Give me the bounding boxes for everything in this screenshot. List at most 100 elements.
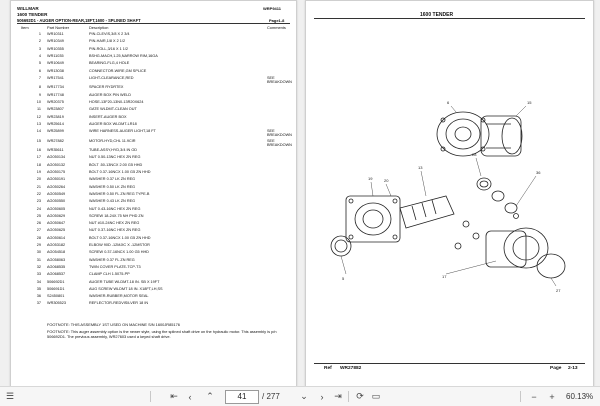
toolbar-divider	[520, 391, 521, 402]
rotate-icon[interactable]: ⟳	[356, 391, 364, 401]
item-number: 19	[36, 170, 41, 174]
part-number: WR25899	[47, 129, 64, 134]
zoom-level[interactable]: 60.13%	[566, 392, 594, 401]
sidebar-toggle-icon[interactable]: ☰	[5, 391, 15, 401]
motor-flange-top	[436, 111, 490, 157]
item-number: 21	[36, 184, 41, 189]
seal-rings	[476, 177, 518, 214]
part-description: AUGER TUBE WLDMT-18 IN. SB X 19FT	[89, 279, 160, 284]
part-description: SPACER RYDRTEX	[89, 85, 124, 90]
item-number: 37	[36, 301, 41, 306]
header-rule	[17, 23, 290, 24]
part-number: WR20375	[47, 99, 64, 104]
part-number: AG050625	[47, 228, 66, 233]
part-number: WR17734	[47, 85, 64, 90]
part-number: AG054518	[47, 250, 66, 255]
part-comment: SEE BREAKDOWN	[267, 138, 292, 147]
footnote-first-used: FOOTNOTE: THIS ASSEMBLY 1ST USED ON MACH…	[47, 322, 180, 327]
column-header-part-number: Part Number	[47, 25, 70, 30]
part-number: WR35611	[47, 148, 64, 153]
item-number: 30	[36, 250, 41, 255]
part-number: S2450801	[47, 294, 65, 299]
next-page-icon[interactable]: ›	[320, 391, 324, 402]
item-number: 29	[36, 243, 41, 247]
item-number: 1	[38, 32, 41, 36]
part-number: WR10311	[47, 32, 64, 36]
last-page-icon[interactable]: ⇥	[334, 391, 342, 401]
page-down-icon[interactable]: ⌄	[300, 391, 308, 401]
svg-text:17: 17	[442, 274, 447, 279]
zoom-out-icon[interactable]: −	[531, 391, 537, 402]
item-number: 2	[38, 39, 41, 44]
page-number-input[interactable]: 41	[225, 390, 259, 404]
item-number: 10	[36, 99, 41, 104]
column-header-item: Item	[21, 25, 29, 30]
right-document-page: 1600 TENDER	[305, 0, 594, 387]
svg-text:28: 28	[472, 152, 477, 157]
part-description: GATE WLDMT-CLEAN OUT	[89, 107, 137, 112]
part-comment: SEE BREAKDOWN	[267, 129, 292, 138]
part-number: AG050549	[47, 191, 66, 196]
item-number: 34	[36, 279, 41, 284]
part-number: WR23807	[47, 107, 64, 112]
part-comment: SEE BREAKDOWN	[267, 75, 292, 84]
part-description: WASHER 0.37 LK ZN REG	[89, 177, 136, 182]
part-number: AG068537	[47, 272, 66, 277]
item-number: 13	[36, 121, 41, 126]
diagram-header-rule	[314, 18, 585, 19]
part-description: SCREW 18-24X.75 NH PHD ZN	[89, 213, 144, 218]
part-description: BEARING-FLG,4 HOLE	[89, 61, 130, 66]
item-number: 18	[36, 162, 41, 167]
toolbar-divider	[150, 391, 151, 402]
assembly-title: 506692D1 - AUGER OPTION-REAR,18FT,1600 -…	[17, 18, 141, 23]
svg-text:20: 20	[384, 178, 389, 183]
toolbar-divider	[348, 391, 349, 402]
part-number: AG068535	[47, 264, 66, 269]
part-number: WR17541	[47, 75, 64, 80]
part-description: WIRE HARNESS-AUGER LIGHT,18 FT	[89, 129, 156, 134]
zoom-in-icon[interactable]: +	[549, 391, 555, 402]
part-number: AG050134	[47, 155, 66, 160]
part-number: WR10649	[47, 61, 64, 66]
doc-code: WRP9411	[263, 6, 282, 11]
part-description: NUT #10-24NC HEX ZN REG	[89, 221, 140, 226]
part-description: BOLT 0.37-16NCX 1.00 G5 ZN HHD	[89, 170, 151, 174]
previous-page-icon[interactable]: ‹	[188, 391, 192, 402]
item-number: 33	[36, 272, 41, 277]
column-header-description: Description	[89, 25, 109, 30]
svg-text:13: 13	[418, 165, 423, 170]
part-description: NUT 0.50-13NC HEX ZN REG	[89, 155, 141, 160]
leader-lines	[340, 105, 557, 287]
page-number-label: Page1-8	[269, 18, 285, 23]
part-number: WR25614	[47, 121, 64, 126]
first-page-icon[interactable]: ⇤	[170, 391, 178, 401]
item-number: 25	[36, 213, 41, 218]
svg-text:5: 5	[342, 276, 345, 281]
part-description: PIN-ROLL,3/16 X 1 1/2	[89, 46, 129, 51]
part-description: BOLT .50-13NCX 2.00 G5 HHD	[89, 162, 143, 167]
item-number: 6	[38, 68, 41, 73]
gear-ring	[330, 235, 352, 257]
part-description: LIGHT-CLEARANCE,RED	[89, 75, 134, 80]
fit-page-icon[interactable]: ▭	[371, 391, 381, 401]
part-description: WASHER 0.37 FL ZN REG	[89, 257, 135, 262]
page-up-icon[interactable]: ⌃	[206, 391, 214, 401]
